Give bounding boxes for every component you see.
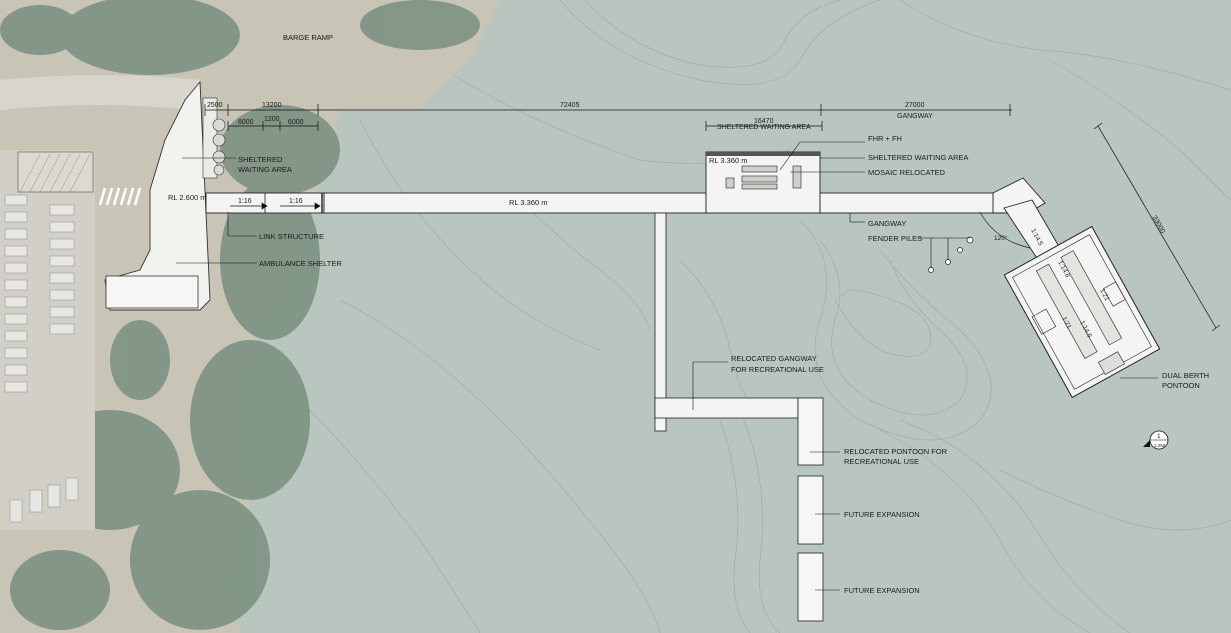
relocated-pontoon <box>797 397 824 466</box>
angle-arc <box>979 211 1031 249</box>
mosaic-relocated-label: MOSAIC RELOCATED <box>868 168 946 177</box>
slope-2: 1:16 <box>289 198 303 205</box>
dim-6000a: 6000 <box>238 119 254 126</box>
dim-72405: 72405 <box>560 102 580 109</box>
dim-16470: 16470 <box>754 118 774 125</box>
future-expansion-label-1: FUTURE EXPANSION <box>844 510 920 519</box>
relocated-pontoon-label-b: RECREATIONAL USE <box>844 457 919 466</box>
carpark-building <box>17 151 94 193</box>
sheltered-seating <box>212 118 226 176</box>
dual-berth-pontoon-label-a: DUAL BERTH <box>1162 371 1209 380</box>
sheltered-waiting-area-label-a: SHELTERED <box>238 155 283 164</box>
dim-gangway: GANGWAY <box>897 113 933 120</box>
dim-1200: 1200 <box>264 116 280 123</box>
sheltered-waiting-area-label: SHELTERED WAITING AREA <box>868 153 968 162</box>
dim-27000: 27000 <box>905 102 925 109</box>
fender-piles-label: FENDER PILES <box>868 234 922 243</box>
shelter-roof-edge <box>706 152 820 156</box>
section-marker-number: 1 <box>1157 433 1161 440</box>
future-expansion-label-2: FUTURE EXPANSION <box>844 586 920 595</box>
rl-wharf-label: RL 2.600 m <box>168 193 207 202</box>
future-expansion-1 <box>797 475 824 545</box>
relocated-gangway-label-a: RELOCATED GANGWAY <box>731 354 817 363</box>
fender-piles <box>928 236 974 273</box>
dim-2500: 2500 <box>207 102 223 109</box>
rl-jetty-label: RL 3.360 m <box>509 198 548 207</box>
rl-shelter-label: RL 3.360 m <box>709 156 748 165</box>
relocated-pontoon-label-a: RELOCATED PONTOON FOR <box>844 447 948 456</box>
dimension-lines <box>204 104 1221 332</box>
relocated-gangway <box>654 397 799 419</box>
gangway-label: GANGWAY <box>868 219 906 228</box>
ambulance-shelter <box>105 275 199 309</box>
pedestrian-crossing <box>98 187 142 206</box>
leader-lines <box>176 141 1158 591</box>
angle-label: 120° <box>994 234 1008 242</box>
relocated-gangway-label-b: FOR RECREATIONAL USE <box>731 365 824 374</box>
slope-1: 1:16 <box>238 198 252 205</box>
parked-cars <box>4 194 79 523</box>
recreational-gangway-spur <box>654 212 667 432</box>
barge-ramp-label: BARGE RAMP <box>283 33 333 42</box>
section-marker: 1 1:250 <box>1143 430 1169 450</box>
dim-13200: 13200 <box>262 102 282 109</box>
section-marker-scale: 1:250 <box>1154 443 1166 448</box>
sheltered-waiting-area-dim-label: SHELTERED WAITING AREA <box>717 124 811 131</box>
dual-berth-pontoon <box>1003 225 1161 399</box>
sheltered-waiting-area-label-b: WAITING AREA <box>238 165 292 174</box>
link-slope-arrows <box>230 202 321 210</box>
carpark-hatch <box>19 153 91 193</box>
fhr-fh-label: FHR + FH <box>868 134 902 143</box>
future-expansion-2 <box>797 552 824 622</box>
shelter-benches <box>725 165 802 190</box>
gangway-deck <box>819 192 1017 214</box>
bathymetry-contours <box>299 0 1231 633</box>
road <box>0 75 200 110</box>
vegetation <box>0 0 480 630</box>
link-structure-label: LINK STRUCTURE <box>259 232 324 241</box>
ambulance-shelter-label: AMBULANCE SHELTER <box>259 259 342 268</box>
dim-6000b: 6000 <box>288 119 304 126</box>
dual-berth-pontoon-label-b: PONTOON <box>1162 381 1200 390</box>
wharf-apron <box>104 80 211 311</box>
